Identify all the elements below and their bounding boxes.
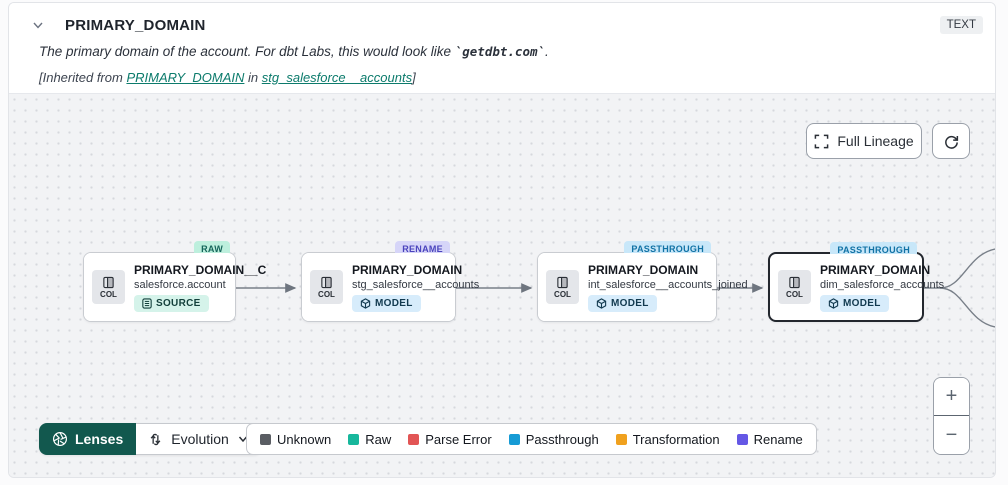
column-icon: COL [310,270,343,304]
resource-type-badge: MODEL [352,294,421,312]
inherited-note: [Inherited from PRIMARY_DOMAIN in stg_sa… [39,70,416,85]
zoom-out-button[interactable]: − [934,416,969,454]
inline-code: `getdbt.com` [454,44,546,59]
page-title: PRIMARY_DOMAIN [65,16,206,34]
legend-item: Unknown [260,432,331,447]
resource-type-badge: MODEL [588,294,657,312]
chevron-down-icon [238,436,247,443]
legend-swatch [615,433,627,445]
refresh-button[interactable] [932,123,970,159]
column-description: The primary domain of the account. For d… [39,44,549,59]
legend-item: Transformation [615,432,720,447]
node-title: PRIMARY_DOMAIN [352,262,463,277]
lenses-button[interactable]: Lenses [39,423,137,455]
node-model-name: stg_salesforce__accounts [352,278,480,291]
legend-swatch [508,433,520,445]
model-icon [596,297,607,309]
legend-swatch [408,433,420,445]
model-icon [828,297,839,309]
legend-swatch [348,433,360,445]
column-icon: COL [778,270,811,304]
column-type-badge: TEXT [939,16,983,34]
source-icon [142,297,152,309]
model-icon [360,297,371,309]
column-icon: COL [546,270,579,304]
legend-item: Rename [736,432,803,447]
legend-item: Passthrough [508,432,599,447]
column-icon: COL [92,270,125,304]
column-details-panel: PRIMARY_DOMAIN TEXT The primary domain o… [8,2,996,478]
inherited-column-link[interactable]: PRIMARY_DOMAIN [126,70,245,85]
resource-type-badge: MODEL [820,294,889,312]
node-title: PRIMARY_DOMAIN [820,262,931,277]
inherited-model-link[interactable]: stg_salesforce__accounts [261,70,413,85]
legend-swatch [260,433,271,445]
node-model-name: int_salesforce__accounts_joined [588,278,748,291]
lens-aperture-icon [52,431,68,447]
lineage-node-source[interactable]: RAW COL PRIMARY_DOMAIN__C salesforce.acc… [83,241,267,322]
lineage-node-intermediate[interactable]: PASSTHROUGH COL PRIMARY_DOMAIN int_sales… [537,241,748,322]
zoom-in-button[interactable]: + [934,378,969,416]
lenses-control: Lenses Evolution [39,423,262,455]
chevron-down-icon[interactable] [31,18,45,32]
legend-item: Parse Error [408,432,492,447]
evolution-icon [150,433,161,445]
lineage-node-dim-selected[interactable]: PASSTHROUGH COL PRIMARY_DOMAIN dim_sales… [768,242,945,322]
node-title: PRIMARY_DOMAIN__C [134,262,267,277]
legend-item: Raw [348,432,391,447]
node-model-name: salesforce.account [134,278,226,291]
lens-dropdown[interactable]: Evolution [136,423,262,455]
expand-icon [815,134,829,148]
node-title: PRIMARY_DOMAIN [588,262,699,277]
lineage-canvas[interactable]: RAW COL PRIMARY_DOMAIN__C salesforce.acc… [9,94,995,477]
zoom-controls: + − [933,377,970,455]
node-model-name: dim_salesforce_accounts [820,278,945,291]
lineage-node-staging[interactable]: RENAME COL PRIMARY_DOMAIN stg_salesforce… [301,241,480,322]
evolution-legend: Unknown Raw Parse Error Passthrough Tran… [246,423,817,455]
resource-type-badge: SOURCE [134,294,209,312]
legend-swatch [736,433,748,445]
full-lineage-button[interactable]: Full Lineage [806,123,922,159]
header: PRIMARY_DOMAIN TEXT The primary domain o… [9,3,995,94]
refresh-icon [944,135,958,149]
